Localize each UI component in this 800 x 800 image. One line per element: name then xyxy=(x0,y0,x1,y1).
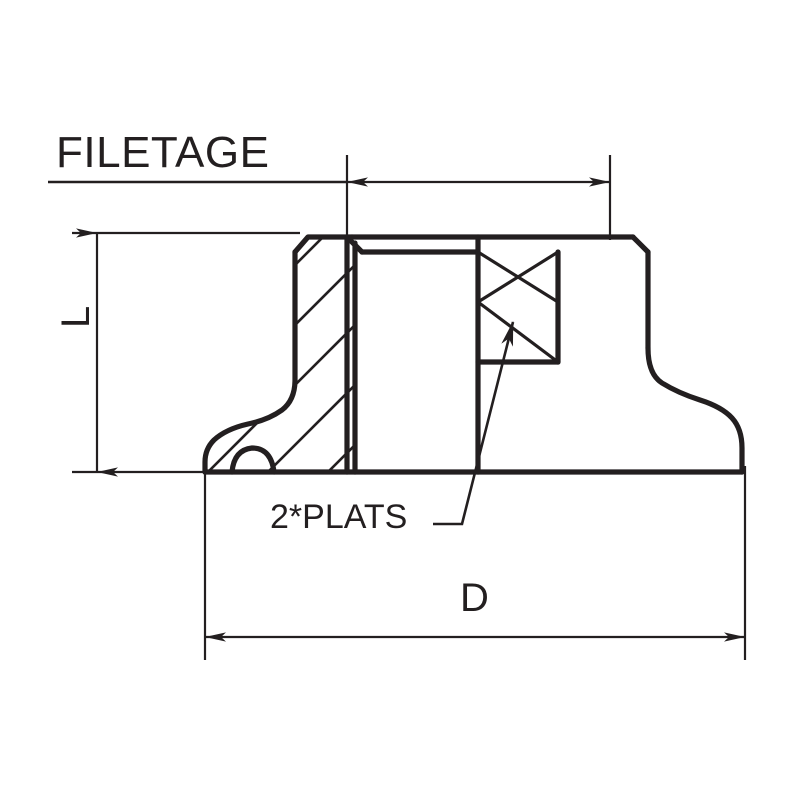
flats-note-label: 2*PLATS xyxy=(270,498,408,536)
section-hatching xyxy=(205,237,355,472)
thread-note-label: FILETAGE xyxy=(56,128,270,177)
diameter-dimension-label: D xyxy=(460,576,489,620)
part-outline xyxy=(202,234,745,475)
flats-cross-symbol xyxy=(477,250,559,364)
extension-lines xyxy=(72,155,747,660)
length-dimension-label: L xyxy=(54,305,98,328)
flats-leader-line xyxy=(433,321,515,526)
